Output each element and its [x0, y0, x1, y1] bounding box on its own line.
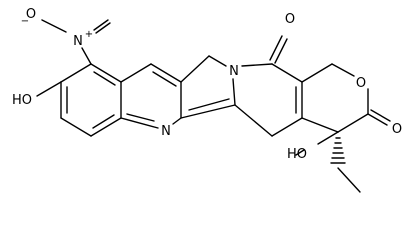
bond	[269, 35, 283, 61]
bond	[93, 19, 109, 31]
bond	[274, 38, 288, 64]
charge-label-nitro-n: +	[85, 29, 93, 40]
bond	[271, 117, 303, 137]
atom-label-nitro-n: N	[73, 34, 83, 49]
atom-label-lactone-ring-o: O	[356, 76, 366, 91]
bond	[36, 81, 62, 97]
chemical-structure: O − N + O N O HO N O HO	[12, 7, 402, 193]
bond	[317, 131, 339, 145]
bond	[60, 117, 92, 137]
bond	[92, 114, 115, 129]
charge-label-nitro-o: −	[21, 16, 29, 27]
bond	[120, 117, 159, 129]
bond	[93, 71, 116, 86]
bond	[120, 63, 152, 83]
bond	[337, 167, 361, 193]
bond	[208, 55, 227, 67]
bond	[81, 47, 92, 65]
bond	[180, 55, 210, 83]
bond	[172, 117, 182, 125]
bond	[271, 63, 303, 83]
bond	[337, 113, 369, 133]
bond	[60, 63, 92, 83]
bond	[234, 104, 273, 137]
bond	[301, 117, 339, 133]
atom-label-lactone-carbonyl-o: O	[392, 122, 402, 137]
bond	[95, 22, 111, 34]
bond	[295, 149, 305, 156]
bond	[90, 117, 122, 137]
bond	[126, 113, 155, 122]
bond	[241, 63, 273, 67]
atom-label-quinoline-n: N	[161, 124, 171, 139]
bond	[152, 71, 177, 87]
bond	[331, 63, 355, 77]
atom-label-pyridone-n: N	[229, 64, 239, 79]
atom-label-tertiary-oh: HO	[287, 147, 307, 162]
bond	[301, 63, 333, 83]
bond	[367, 113, 388, 126]
bond	[90, 63, 122, 83]
bond	[180, 104, 236, 119]
atom-label-ketone-o: O	[285, 12, 295, 27]
bond	[232, 78, 236, 106]
atom-label-phenol-oh: HO	[12, 93, 32, 108]
bonds	[36, 19, 391, 193]
bond	[188, 98, 230, 111]
bond	[370, 109, 391, 122]
bond	[41, 19, 67, 33]
bond	[150, 63, 182, 83]
atom-label-nitro-o-minus: O	[26, 7, 36, 22]
